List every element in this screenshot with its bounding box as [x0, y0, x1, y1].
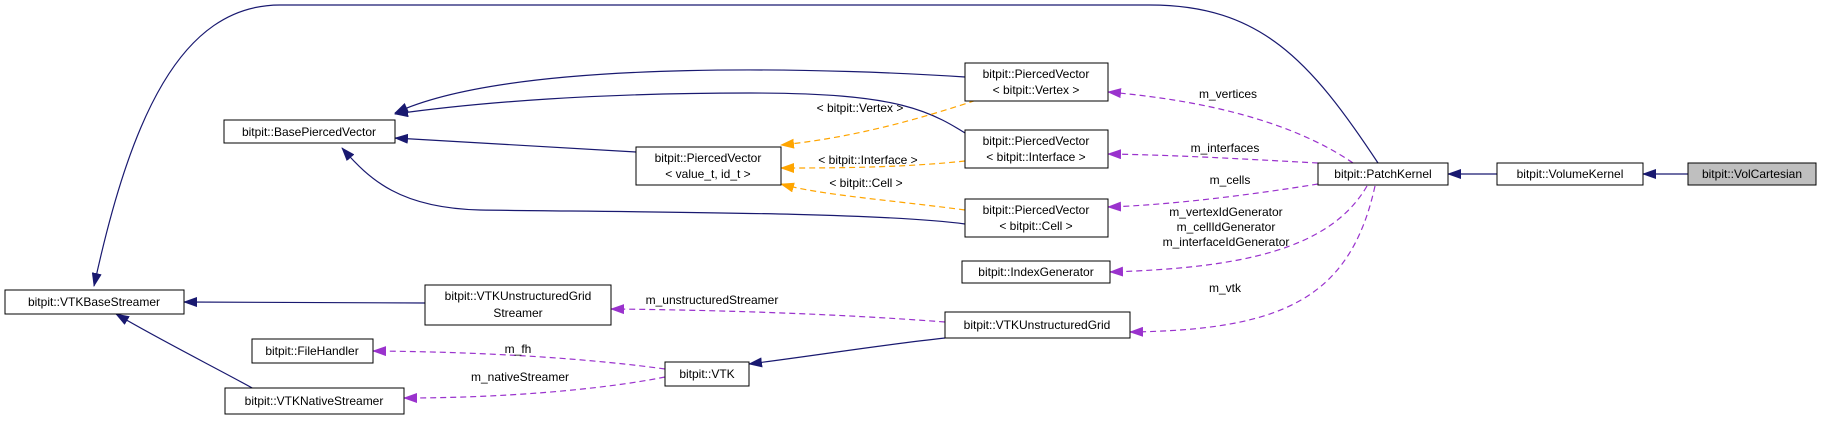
- inherit-edge-vtkug-to-vtk: [748, 337, 946, 368]
- node-label-line-1: bitpit::PiercedVector: [983, 134, 1090, 148]
- node-label-line-1: bitpit::PiercedVector: [983, 67, 1090, 81]
- node-vtk-base-streamer[interactable]: bitpit::VTKBaseStreamer: [4, 289, 185, 315]
- member-edge-m-unstructured-streamer: [610, 304, 946, 323]
- member-edge-id-generators: [1109, 185, 1368, 277]
- node-label: bitpit::IndexGenerator: [978, 265, 1093, 279]
- node-label-line-2: < bitpit::Vertex >: [993, 83, 1080, 97]
- edge-label-m-native-streamer: m_nativeStreamer: [471, 370, 569, 384]
- node-label-line-1: bitpit::PiercedVector: [983, 203, 1090, 217]
- inherit-edge-pvvertex-to-basepiercedvector: [394, 69, 966, 114]
- node-file-handler[interactable]: bitpit::FileHandler: [251, 338, 374, 364]
- edge-label-cell-id-generator: m_cellIdGenerator: [1177, 220, 1276, 234]
- node-label-line-2: < bitpit::Cell >: [999, 219, 1072, 233]
- edge-label-vertex-id-generator: m_vertexIdGenerator: [1169, 205, 1282, 219]
- node-label: bitpit::VTKNativeStreamer: [245, 394, 384, 408]
- member-edge-m-fh: [372, 346, 666, 370]
- node-pierced-vector-interface[interactable]: bitpit::PiercedVector < bitpit::Interfac…: [964, 129, 1109, 169]
- template-edge-pvinterface: [780, 160, 966, 173]
- edge-label-m-unstructured-streamer: m_unstructuredStreamer: [646, 293, 779, 307]
- edge-label-m-vertices: m_vertices: [1199, 87, 1257, 101]
- template-edge-pvcell: [780, 182, 966, 211]
- member-edge-m-vtk: [1129, 185, 1376, 337]
- node-pierced-vector-cell[interactable]: bitpit::PiercedVector < bitpit::Cell >: [964, 198, 1109, 238]
- node-vtk-unstructured-grid-streamer[interactable]: bitpit::VTKUnstructuredGrid Streamer: [424, 284, 612, 326]
- node-pierced-vector-template[interactable]: bitpit::PiercedVector < value_t, id_t >: [635, 146, 782, 186]
- node-vtk-native-streamer[interactable]: bitpit::VTKNativeStreamer: [224, 387, 405, 415]
- node-label: bitpit::VTK: [679, 367, 734, 381]
- edge-label-template-interface: < bitpit::Interface >: [818, 153, 917, 167]
- template-edge-pvvertex: [780, 93, 995, 149]
- node-label: bitpit::BasePiercedVector: [242, 125, 376, 139]
- node-label: bitpit::VolCartesian: [1702, 167, 1802, 181]
- edge-label-template-cell: < bitpit::Cell >: [829, 176, 902, 190]
- inherit-edge-template-to-basepiercedvector: [394, 133, 637, 153]
- inherit-edge-vtknativestreamer-to-vtkbasestreamer: [115, 313, 255, 390]
- node-index-generator[interactable]: bitpit::IndexGenerator: [961, 260, 1111, 284]
- node-label: bitpit::VTKBaseStreamer: [28, 295, 160, 309]
- edge-label-m-cells: m_cells: [1210, 173, 1251, 187]
- node-label: bitpit::VolumeKernel: [1517, 167, 1624, 181]
- node-label: bitpit::VTKUnstructuredGrid: [964, 318, 1111, 332]
- node-label: bitpit::PatchKernel: [1334, 167, 1431, 181]
- edge-label-interface-id-generator: m_interfaceIdGenerator: [1163, 235, 1290, 249]
- node-label: bitpit::FileHandler: [265, 344, 358, 358]
- edge-label-template-vertex: < bitpit::Vertex >: [817, 101, 904, 115]
- member-edge-m-vertices: [1107, 88, 1354, 164]
- node-base-pierced-vector[interactable]: bitpit::BasePiercedVector: [223, 119, 396, 144]
- edge-label-m-vtk: m_vtk: [1209, 281, 1242, 295]
- node-vtk-unstructured-grid[interactable]: bitpit::VTKUnstructuredGrid: [944, 311, 1131, 339]
- inherit-edge-patchkernel-to-vtkbasestreamer: [91, 4, 1379, 287]
- node-label-line-2: < value_t, id_t >: [665, 167, 750, 181]
- inherit-edge-pvcell-to-basepiercedvector: [341, 147, 966, 225]
- node-pierced-vector-vertex[interactable]: bitpit::PiercedVector < bitpit::Vertex >: [964, 62, 1109, 102]
- node-label-line-1: bitpit::PiercedVector: [655, 151, 762, 165]
- node-label-line-1: bitpit::VTKUnstructuredGrid: [445, 289, 592, 303]
- node-vtk[interactable]: bitpit::VTK: [664, 361, 750, 387]
- member-edge-m-interfaces: [1107, 149, 1319, 164]
- edge-label-m-fh: m_fh: [505, 342, 532, 356]
- node-vol-cartesian[interactable]: bitpit::VolCartesian: [1687, 162, 1817, 186]
- inherit-edge-pvinterface-to-basepiercedvector: [394, 92, 977, 141]
- member-edge-m-cells: [1107, 183, 1319, 212]
- node-patch-kernel[interactable]: bitpit::PatchKernel: [1317, 162, 1449, 186]
- member-edge-m-native-streamer: [403, 376, 666, 403]
- edge-label-m-interfaces: m_interfaces: [1191, 141, 1260, 155]
- node-label-line-2: Streamer: [493, 306, 542, 320]
- node-volume-kernel[interactable]: bitpit::VolumeKernel: [1496, 162, 1644, 186]
- node-label-line-2: < bitpit::Interface >: [986, 150, 1085, 164]
- inherit-edge-vtkugstreamer-to-vtkbasestreamer: [183, 297, 426, 308]
